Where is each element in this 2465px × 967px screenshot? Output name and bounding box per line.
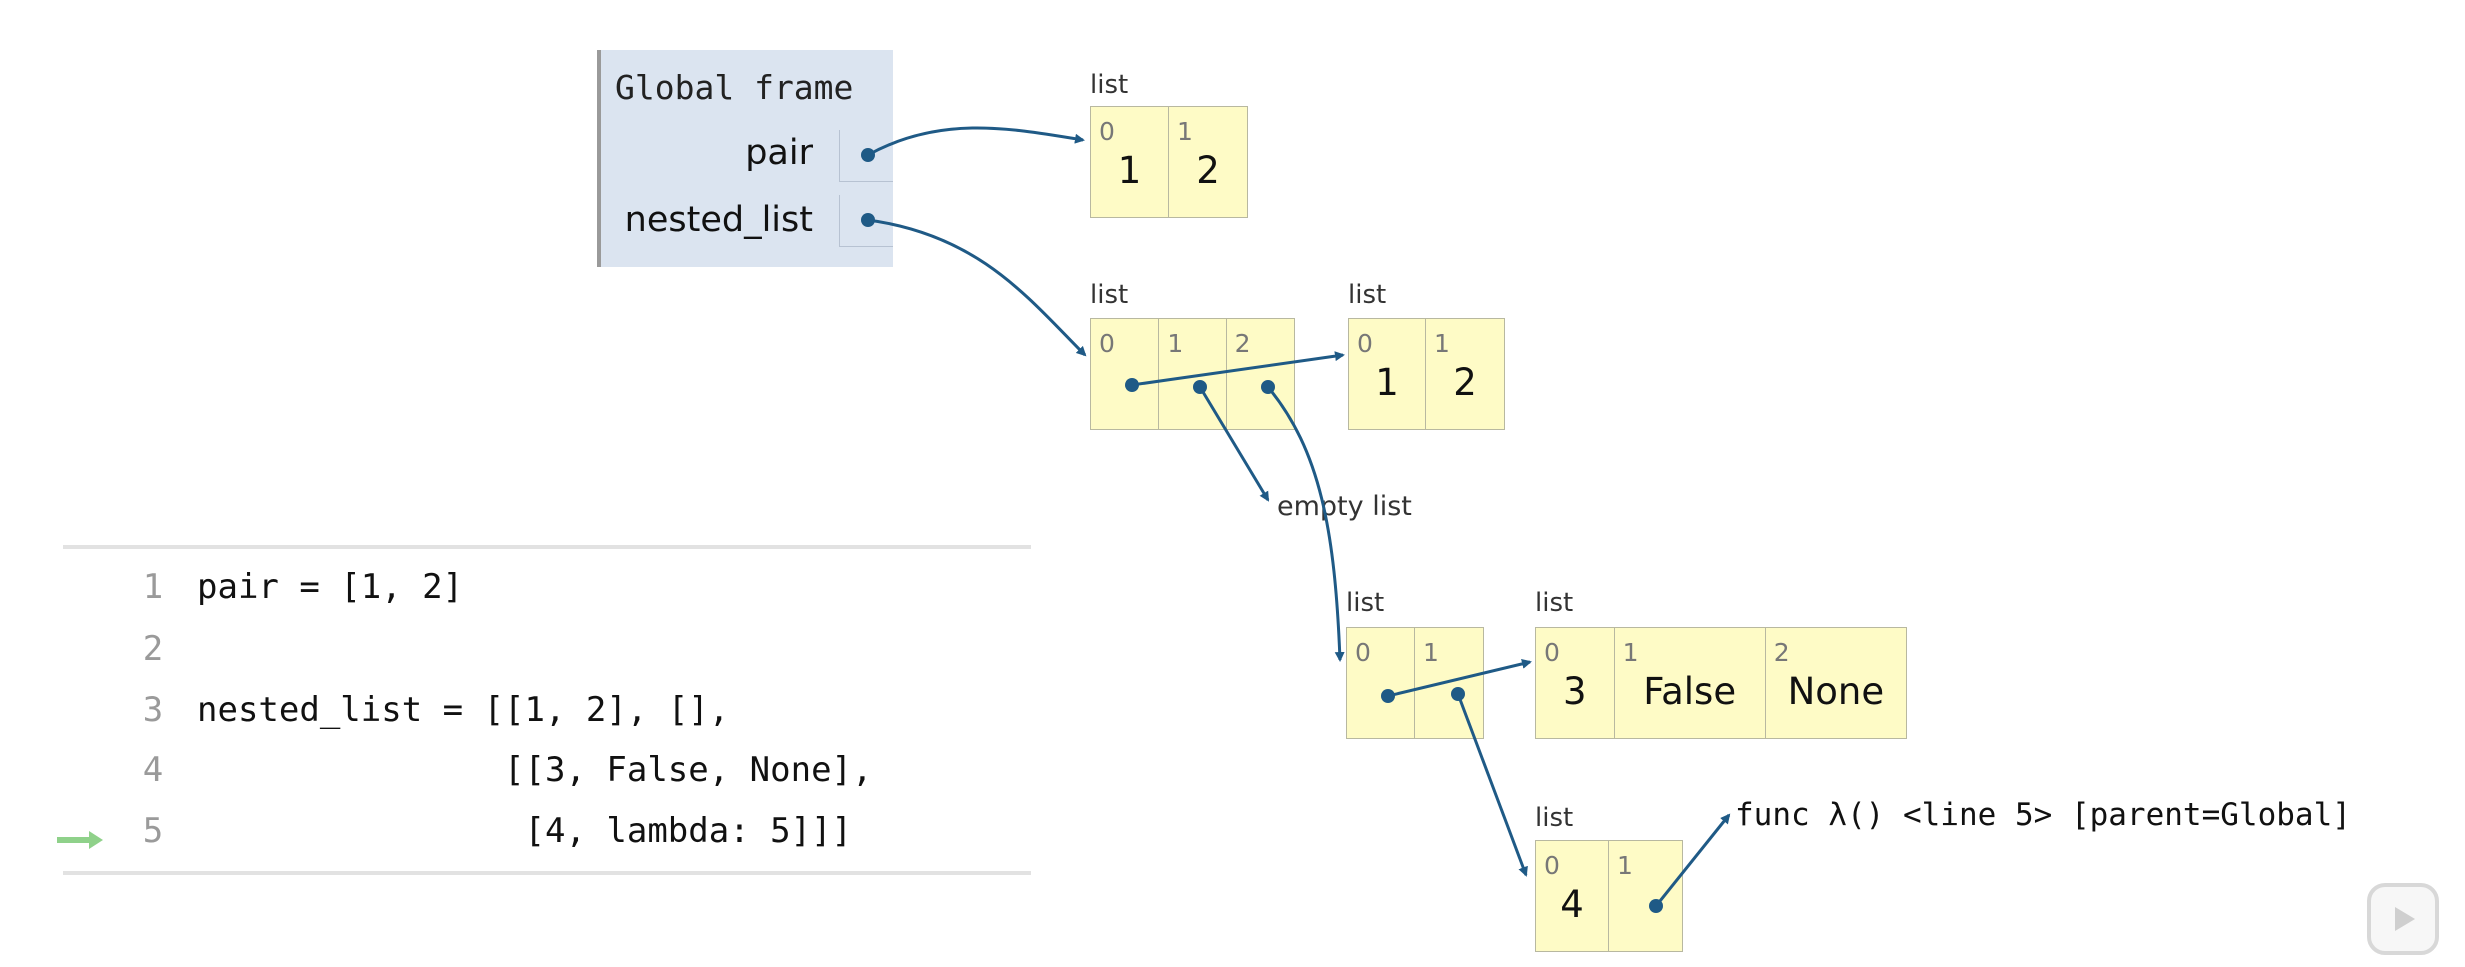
cell-value: 2: [1196, 149, 1220, 192]
list-cell: 1: [1159, 319, 1227, 429]
list-nested-label: list: [1090, 280, 1129, 310]
pointer-dot: [1649, 899, 1663, 913]
list-cell: 1: [1609, 841, 1682, 951]
list-cell: 0 1: [1091, 107, 1169, 217]
cell-index: 0: [1099, 329, 1115, 358]
pointer-dot: [861, 213, 875, 227]
cell-value: 1: [1375, 361, 1399, 404]
list-inner-pair: 0 1 1 2: [1348, 318, 1505, 430]
list-sub: 0 1: [1346, 627, 1484, 739]
list-cell: 1 2: [1169, 107, 1247, 217]
cell-value: 4: [1560, 883, 1584, 926]
var-nested-list: nested_list: [624, 200, 813, 240]
cell-index: 1: [1423, 638, 1439, 667]
play-icon: [2395, 907, 2415, 931]
list-last: 0 4 1: [1535, 840, 1683, 952]
code-line: 3 nested_list = [[1, 2], [],: [63, 690, 1031, 750]
arrow-pair: [867, 126, 1085, 157]
video-watermark-icon: [2367, 883, 2439, 955]
list-pair-label: list: [1090, 70, 1129, 100]
list-cell: 1: [1415, 628, 1483, 738]
cell-value: None: [1787, 670, 1885, 713]
pointer-dot: [861, 148, 875, 162]
global-frame: Global frame pair nested_list: [597, 50, 893, 267]
line-number: 1: [142, 567, 164, 607]
pointer-dot: [1261, 380, 1275, 394]
pointer-dot: [1193, 380, 1207, 394]
arrow-nested-list: [867, 218, 1087, 357]
cell-value: 3: [1563, 670, 1587, 713]
line-code: [[3, False, None],: [197, 750, 873, 790]
code-line: 2: [63, 629, 1031, 689]
list-pair: 0 1 1 2: [1090, 106, 1248, 218]
list-cell: 0: [1091, 319, 1160, 429]
empty-list-label: empty list: [1277, 491, 1412, 522]
code-line: 4 [[3, False, None],: [63, 750, 1031, 810]
pointer-dot: [1125, 378, 1139, 392]
var-pair: pair: [745, 133, 813, 173]
list-inner-pair-label: list: [1348, 280, 1387, 310]
list-sub-label: list: [1346, 588, 1385, 618]
var-pair-slot: [839, 130, 893, 182]
arrow-nested-1: [1198, 386, 1270, 502]
list-cell: 1 False: [1615, 628, 1766, 738]
cell-index: 0: [1099, 117, 1115, 146]
cell-value: 1: [1117, 149, 1142, 192]
cell-index: 0: [1357, 329, 1373, 358]
function-object-label: func λ() <line 5> [parent=Global]: [1735, 797, 2351, 833]
list-cell: 0: [1347, 628, 1415, 738]
arrow-last-1: [1654, 813, 1731, 907]
line-code: pair = [1, 2]: [197, 567, 464, 607]
code-line-current: 5 [4, lambda: 5]]]: [57, 811, 1031, 871]
line-code: [4, lambda: 5]]]: [197, 811, 853, 851]
cell-index: 1: [1434, 329, 1450, 358]
cell-index: 1: [1177, 117, 1193, 146]
list-triple: 0 3 1 False 2 None: [1535, 627, 1907, 739]
list-cell: 0 1: [1349, 319, 1427, 429]
code-panel: 1 pair = [1, 2] 2 3 nested_list = [[1, 2…: [57, 545, 1031, 875]
line-number: 2: [142, 629, 164, 669]
cell-index: 0: [1544, 638, 1560, 667]
line-number: 4: [142, 750, 164, 790]
arrow-sub-1: [1456, 693, 1528, 877]
cell-index: 2: [1773, 638, 1790, 667]
arrow-nested-0: [1131, 351, 1345, 387]
arrow-sub-0: [1387, 659, 1532, 698]
cell-index: 0: [1544, 851, 1560, 880]
pointer-dot: [1381, 689, 1395, 703]
code-line: 1 pair = [1, 2]: [63, 567, 1031, 627]
list-cell: 0 3: [1536, 628, 1615, 738]
cell-value: 2: [1453, 361, 1477, 404]
cell-value: False: [1643, 670, 1737, 713]
cell-index: 2: [1234, 329, 1251, 358]
list-last-label: list: [1535, 803, 1574, 833]
line-code: nested_list = [[1, 2], [],: [197, 690, 730, 730]
pointer-dot: [1451, 687, 1465, 701]
cell-index: 1: [1617, 851, 1633, 880]
list-triple-label: list: [1535, 588, 1574, 618]
list-cell: 1 2: [1426, 319, 1504, 429]
var-nested-list-slot: [839, 195, 893, 247]
list-cell: 2: [1227, 319, 1294, 429]
list-nested: 0 1 2: [1090, 318, 1295, 430]
cell-index: 1: [1622, 638, 1639, 667]
list-cell: 2 None: [1766, 628, 1906, 738]
current-line-arrow-icon: [57, 831, 103, 849]
cell-index: 1: [1167, 329, 1184, 358]
list-cell: 0 4: [1536, 841, 1609, 951]
cell-index: 0: [1355, 638, 1371, 667]
arrow-nested-2: [1266, 386, 1345, 662]
line-number: 5: [142, 811, 164, 851]
line-number: 3: [142, 690, 164, 730]
frame-title: Global frame: [615, 68, 854, 107]
